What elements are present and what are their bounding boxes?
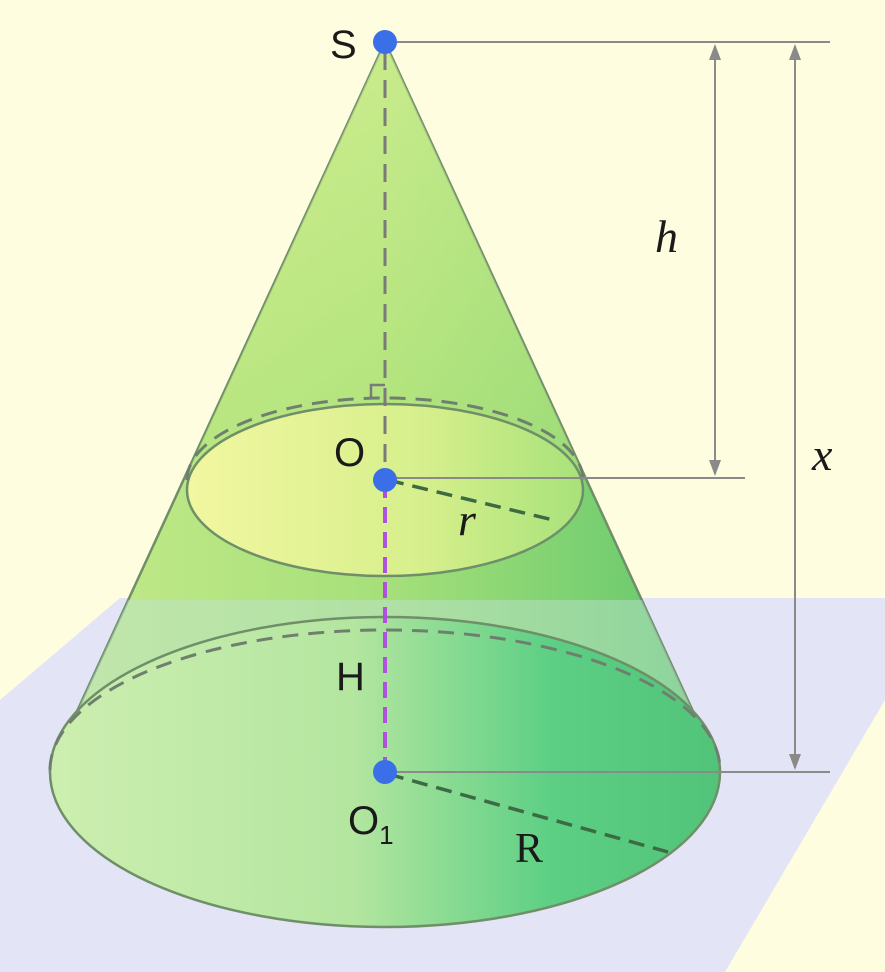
label-o1: O1 xyxy=(348,799,394,850)
label-r: r xyxy=(458,494,477,545)
label-x: x xyxy=(811,429,833,480)
dimension-h xyxy=(709,44,721,476)
point-o1 xyxy=(373,760,397,784)
label-o1-main: O xyxy=(348,799,379,843)
dimension-x xyxy=(789,44,801,770)
point-o xyxy=(373,468,397,492)
label-big-h: H xyxy=(336,655,365,699)
radius-small xyxy=(387,478,554,522)
right-angle-mark xyxy=(369,383,385,399)
label-o1-sub: 1 xyxy=(379,820,393,850)
label-s: S xyxy=(330,23,357,67)
point-s xyxy=(373,30,397,54)
label-o: O xyxy=(334,431,365,475)
base-hidden-edge xyxy=(48,628,722,771)
label-h: h xyxy=(655,211,678,262)
label-big-r: R xyxy=(515,826,543,872)
